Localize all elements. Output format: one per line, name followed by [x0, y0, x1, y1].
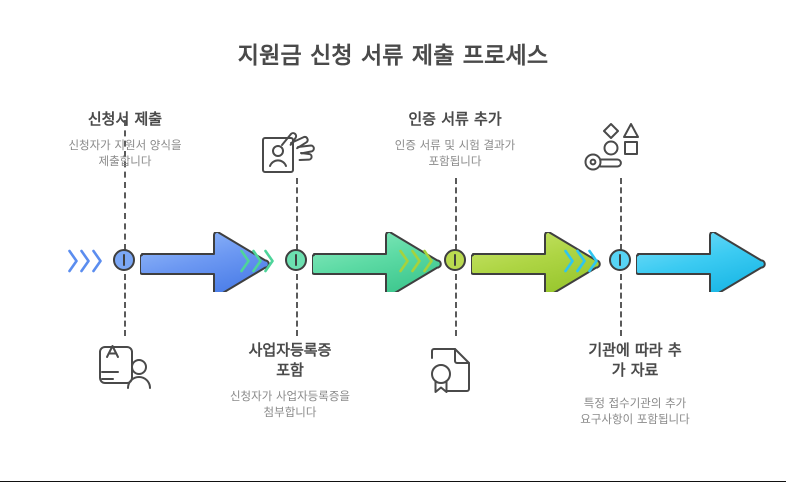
chevron-right-icon [240, 249, 250, 273]
chevron-group-2 [240, 248, 275, 274]
step-3-text-block: 인증 서류 추가 인증 서류 및 시험 결과가 포함됩니다 [355, 110, 555, 169]
chevron-group-1 [68, 248, 103, 274]
step-3-description: 인증 서류 및 시험 결과가 포함됩니다 [394, 137, 516, 169]
milestone-node-1[interactable] [113, 249, 135, 271]
process-timeline [0, 230, 786, 298]
step-4-heading: 기관에 따라 추 가 자료 [588, 341, 682, 379]
step-4-text-block: 기관에 따라 추 가 자료 특정 접수기관의 추가 요구사항이 포함됩니다 [525, 341, 745, 427]
chevron-right-icon [411, 249, 421, 273]
page-title: 지원금 신청 서류 제출 프로세스 [237, 43, 549, 69]
certificate-ribbon-icon [424, 344, 480, 396]
connector-dashed-line-4 [620, 178, 622, 250]
step-3-heading: 인증 서류 추가 [408, 110, 502, 128]
chevron-right-icon [576, 249, 586, 273]
milestone-node-3[interactable] [444, 249, 466, 271]
step-1-text-block: 신청서 제출 신청자가 지원서 양식을 제출합니다 [25, 110, 225, 169]
milestone-node-2[interactable] [285, 249, 307, 271]
step-2-text-block: 사업자등록증 포함 신청자가 사업자등록증을 첨부합니다 [190, 341, 390, 420]
chevron-group-3 [399, 248, 434, 274]
step-1-description: 신청자가 지원서 양식을 제출합니다 [68, 137, 182, 169]
chevron-right-icon [564, 249, 574, 273]
document-letter-a-person-icon [96, 341, 154, 393]
connector-dashed-line-4b [620, 274, 622, 336]
chevron-right-icon [252, 249, 262, 273]
chevron-right-icon [423, 249, 433, 273]
connector-dashed-line-1 [124, 120, 126, 250]
chevron-group-4 [564, 248, 599, 274]
milestone-node-4[interactable] [609, 249, 631, 271]
chevron-right-icon [399, 249, 409, 273]
step-1-heading: 신청서 제출 [87, 110, 163, 128]
step-4-description: 특정 접수기관의 추가 요구사항이 포함됩니다 [580, 395, 690, 426]
chevron-right-icon [92, 249, 102, 273]
connector-dashed-line-2 [296, 178, 298, 250]
chevron-right-icon [68, 249, 78, 273]
chevron-right-icon [264, 249, 274, 273]
id-card-hand-icon [258, 126, 318, 178]
connector-dashed-line-1b [124, 274, 126, 336]
chevron-right-icon [588, 249, 598, 273]
flow-arrow-4 [635, 230, 766, 298]
connector-dashed-line-3 [455, 178, 457, 250]
step-2-heading: 사업자등록증 포함 [248, 341, 332, 379]
connector-dashed-line-2b [296, 274, 298, 336]
step-2-description: 신청자가 사업자등록증을 첨부합니다 [229, 388, 351, 419]
chevron-right-icon [80, 249, 90, 273]
key-shapes-icon [583, 118, 645, 172]
connector-dashed-line-3b [455, 274, 457, 336]
